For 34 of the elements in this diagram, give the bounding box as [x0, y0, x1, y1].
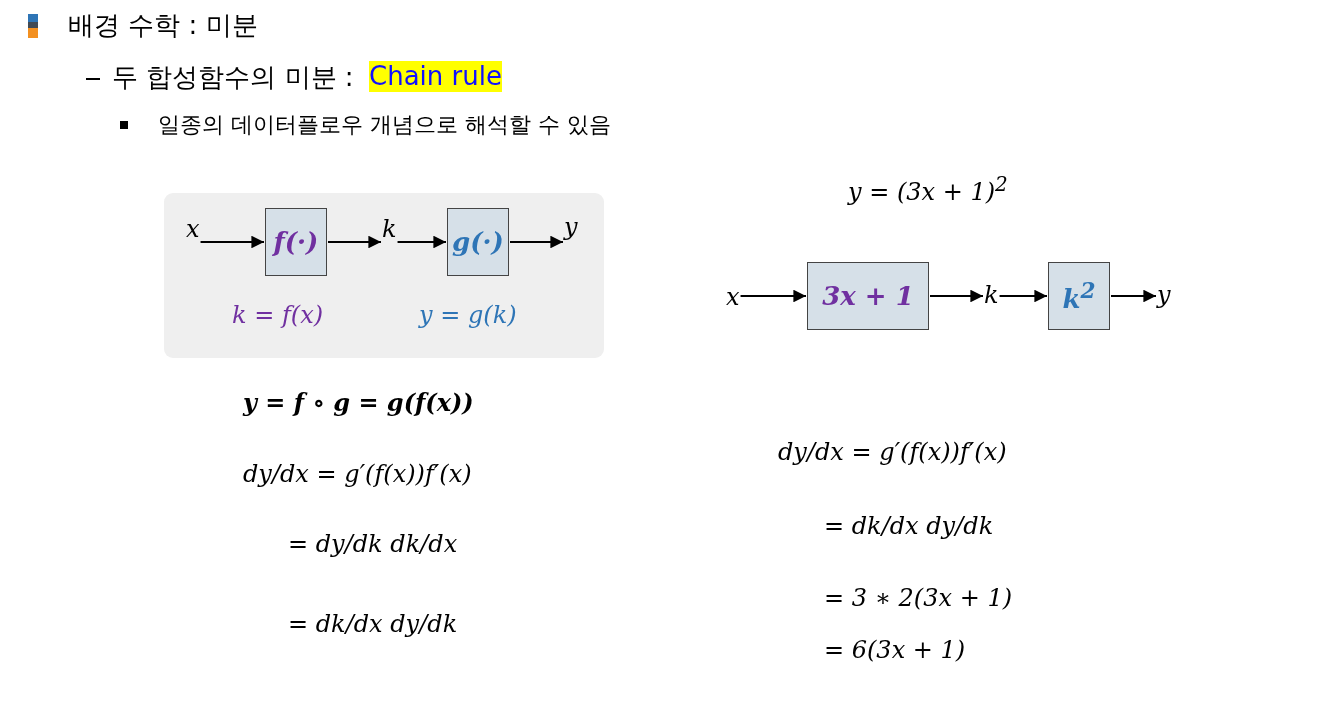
variable-label: k [984, 281, 999, 309]
function-box: g(·) [447, 208, 509, 276]
formula: dy/dx = g′(f(x))f′(x) [778, 438, 1007, 466]
formula: y = g(k) [419, 301, 517, 329]
arrow [1110, 289, 1157, 303]
formula: y = f ∘ g = g(f(x)) [243, 388, 474, 417]
formula: dy/dx = g′(f(x))f′(x) [243, 460, 472, 488]
arrow [199, 235, 265, 249]
bullet-text: 일종의 데이터플로우 개념으로 해석할 수 있음 [158, 111, 611, 139]
heading: 배경 수학 : 미분 [68, 9, 258, 42]
formula: k = f(x) [232, 301, 324, 329]
arrow [998, 289, 1048, 303]
arrow [509, 235, 564, 249]
formula: = dy/dk dk/dx [288, 530, 458, 558]
variable-label: y [1157, 281, 1171, 309]
formula: = 3 ∗ 2(3x + 1) [824, 584, 1012, 612]
variable-label: x [186, 215, 200, 243]
arrow [739, 289, 807, 303]
function-box: k$^{2}$ [1048, 262, 1110, 330]
arrow [327, 235, 382, 249]
variable-label: k [382, 215, 397, 243]
variable-label: y [564, 213, 578, 241]
function-box: 3x + 1 [807, 262, 929, 330]
formula: = 6(3x + 1) [824, 636, 966, 664]
formula: = dk/dx dy/dk [824, 512, 994, 540]
group-panel [164, 193, 604, 358]
arrow [929, 289, 984, 303]
highlighted-term: Chain rule [369, 61, 502, 93]
formula: = dk/dx dy/dk [288, 610, 458, 638]
arrow [396, 235, 447, 249]
function-box: f(·) [265, 208, 327, 276]
subheading: 두 합성함수의 미분 : [112, 61, 354, 94]
formula: y = (3x + 1)$^{2}$ [848, 172, 1008, 206]
variable-label: x [726, 283, 740, 311]
